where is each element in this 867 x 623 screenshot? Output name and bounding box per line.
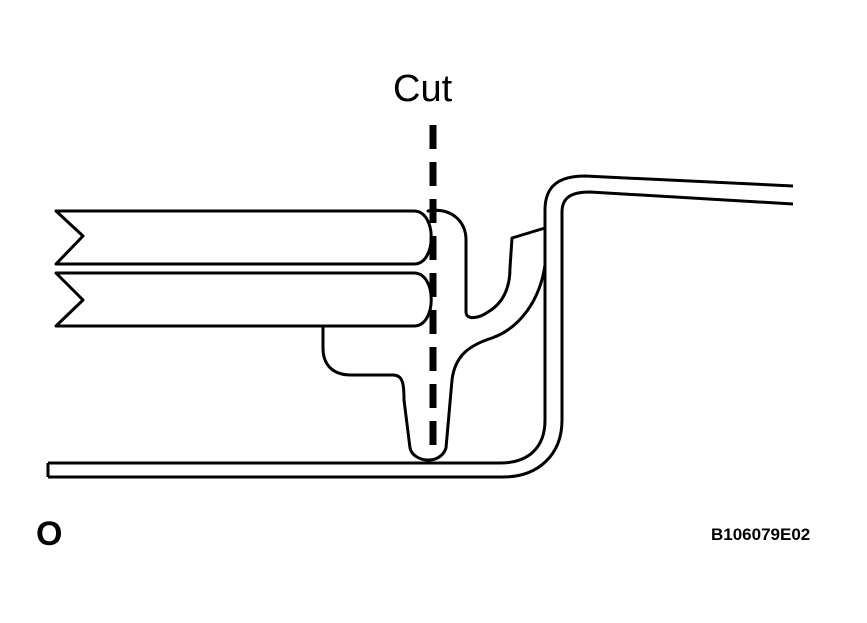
cut-label: Cut <box>393 68 453 110</box>
retainer-clip-body <box>323 265 545 460</box>
body-panel-inner <box>48 192 793 477</box>
corner-marker: O <box>36 515 63 553</box>
figure-code: B106079E02 <box>711 525 811 544</box>
upper-layer <box>56 211 431 264</box>
lower-layer <box>56 273 431 326</box>
retainer-clip-hook <box>428 210 545 317</box>
body-panel-outer <box>48 176 793 463</box>
